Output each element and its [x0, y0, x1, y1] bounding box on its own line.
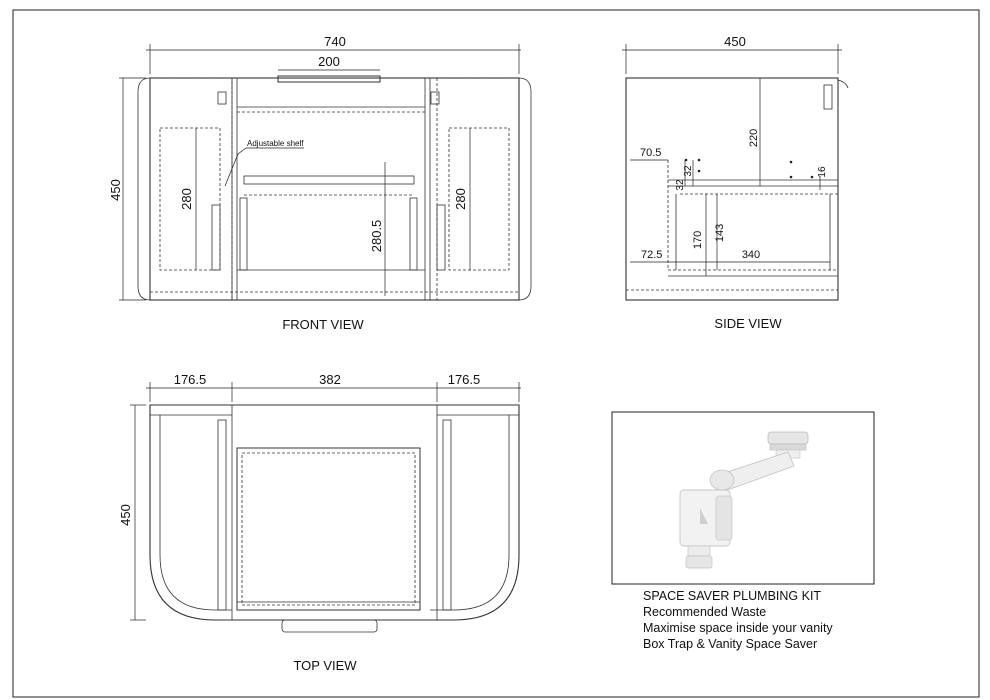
front-view-dim-text: 740 200 450 280 280 280.5 Adjustable she… [108, 34, 468, 332]
side-view-holes [684, 158, 814, 179]
front-right-door-dim: 280 [453, 188, 468, 210]
top-view-title: TOP VIEW [293, 658, 357, 673]
side-view [625, 77, 849, 301]
kit-caption: SPACE SAVER PLUMBING KIT Recommended Was… [643, 588, 893, 652]
side-top-h-dim: 220 [748, 129, 760, 147]
front-center-dim: 280.5 [369, 220, 384, 253]
front-width-dim: 740 [324, 34, 346, 49]
side-depth-dim: 450 [724, 34, 746, 49]
top-view-dim-text: 176.5 382 176.5 450 TOP VIEW [118, 372, 480, 673]
front-height-dim: 450 [108, 179, 123, 201]
top-left-w-dim: 176.5 [174, 372, 207, 387]
adjustable-shelf-label: Adjustable shelf [247, 139, 304, 148]
top-view [149, 404, 520, 633]
side-inner-h-dim: 143 [714, 224, 726, 242]
side-view-dim-text: 450 220 70.5 32 32 16 170 143 72.5 340 S… [640, 34, 828, 331]
side-inner-depth-dim: 340 [742, 249, 760, 261]
side-view-dimensions [622, 44, 842, 276]
side-bottom-offset-dim: 72.5 [641, 249, 662, 261]
side-d2-dim: 32 [683, 165, 694, 177]
top-right-w-dim: 176.5 [448, 372, 481, 387]
kit-line-3: Box Trap & Vanity Space Saver [643, 637, 818, 651]
front-view-title: FRONT VIEW [282, 317, 364, 332]
front-view-dimensions [119, 44, 521, 301]
top-depth-dim: 450 [118, 504, 133, 526]
top-center-w-dim: 382 [319, 372, 341, 387]
space-saver-waste-icon [679, 431, 809, 569]
front-view [137, 75, 532, 301]
side-shelf-thk-dim: 16 [817, 166, 828, 178]
kit-title: SPACE SAVER PLUMBING KIT [643, 589, 822, 603]
side-view-title: SIDE VIEW [714, 316, 782, 331]
side-d1-dim: 32 [675, 179, 686, 191]
kit-image-frame [611, 411, 875, 585]
front-left-door-dim: 280 [179, 188, 194, 210]
kit-line-2: Maximise space inside your vanity [643, 621, 833, 635]
kit-line-1: Recommended Waste [643, 605, 767, 619]
top-view-dimensions [130, 382, 521, 621]
side-lower-h-dim: 170 [692, 231, 704, 249]
side-shelf-offset-dim: 70.5 [640, 147, 661, 159]
front-handle-dim: 200 [318, 54, 340, 69]
sheet-border [12, 9, 980, 698]
